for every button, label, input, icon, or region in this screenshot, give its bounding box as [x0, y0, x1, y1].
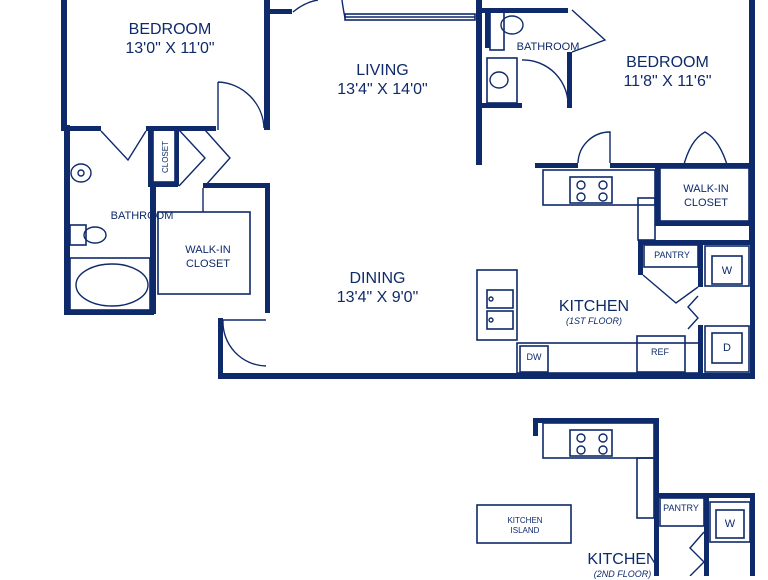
bathroom-left-label: BATHROOM	[110, 210, 174, 222]
refrigerator-label: REF	[651, 347, 669, 357]
walkin-left-line2: CLOSET	[185, 258, 230, 270]
walkin-left-label: WALK-IN CLOSET	[170, 243, 246, 271]
kitchen-lower-sub: (2ND FLOOR)	[593, 569, 652, 579]
dining-label: DINING 13'4" X 9'0"	[305, 269, 450, 307]
living-label: LIVING 13'4" X 14'0"	[310, 61, 455, 99]
upper-plan-fixtures	[69, 0, 750, 374]
dining-size: 13'4" X 9'0"	[336, 289, 419, 306]
kitchen-island-label: KITCHEN ISLAND	[480, 516, 570, 536]
dining-name: DINING	[349, 270, 406, 287]
pantry-upper-label: PANTRY	[654, 250, 690, 260]
closet-small-label: CLOSET	[161, 141, 170, 174]
walkin-left-line1: WALK-IN	[185, 244, 231, 256]
kitchen-lower-label: KITCHEN (2ND FLOOR)	[575, 550, 670, 580]
upper-plan-walls	[61, 0, 755, 379]
living-size: 13'4" X 14'0"	[337, 81, 428, 98]
washer-lower-label: W	[724, 518, 736, 530]
lower-plan-walls	[533, 418, 755, 576]
bedroom-left-label: BEDROOM 13'0" X 11'0"	[100, 20, 240, 58]
living-name: LIVING	[356, 62, 409, 79]
kitchen-upper-sub: (1ST FLOOR)	[565, 316, 622, 326]
walkin-right-line1: WALK-IN	[683, 183, 729, 195]
pantry-lower-label: PANTRY	[663, 503, 699, 513]
kitchen-upper-label: KITCHEN (1ST FLOOR)	[548, 297, 640, 327]
lower-plan-fixtures	[476, 422, 751, 576]
kitchen-upper-name: KITCHEN	[558, 298, 630, 315]
bedroom-right-label: BEDROOM 11'8" X 11'6"	[600, 53, 735, 91]
bedroom-right-name: BEDROOM	[626, 54, 709, 71]
walkin-right-label: WALK-IN CLOSET	[670, 182, 742, 210]
dishwasher-label: DW	[526, 352, 542, 362]
kitchen-lower-name: KITCHEN	[587, 551, 658, 568]
washer-upper-label: W	[721, 265, 733, 277]
bedroom-left-name: BEDROOM	[128, 21, 212, 38]
walkin-right-line2: CLOSET	[683, 197, 728, 209]
bedroom-right-size: 11'8" X 11'6"	[623, 73, 712, 90]
dryer-upper-label: D	[723, 342, 731, 354]
kitchen-island-line2: ISLAND	[510, 526, 540, 535]
bedroom-left-size: 13'0" X 11'0"	[125, 40, 215, 57]
kitchen-island-line1: KITCHEN	[507, 516, 543, 525]
bathroom-right-label: BATHROOM	[516, 41, 580, 53]
